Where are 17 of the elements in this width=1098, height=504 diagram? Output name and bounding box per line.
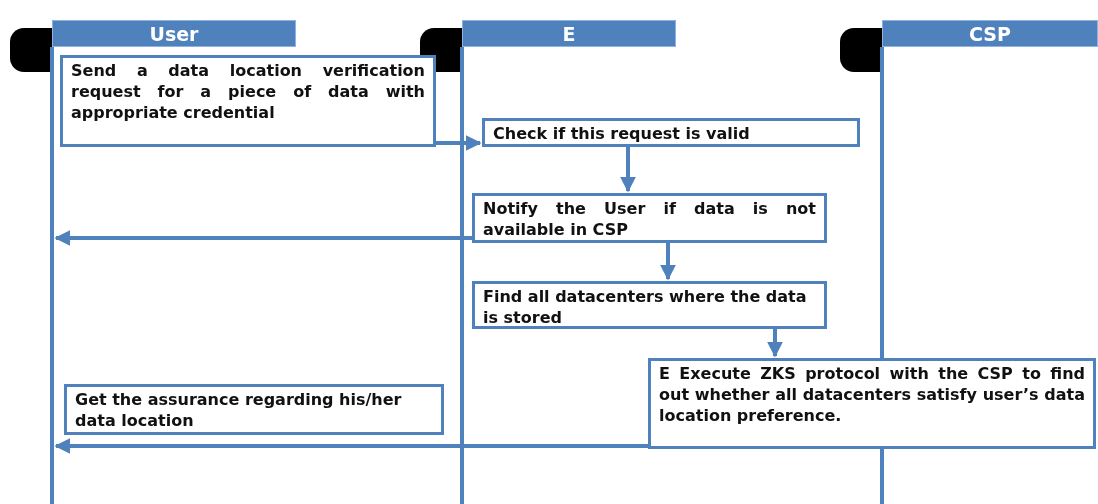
arrow	[767, 329, 783, 358]
arrow	[54, 230, 472, 246]
lifeline	[460, 47, 464, 504]
process-box: Get the assurance regarding his/her data location	[64, 384, 444, 435]
lane-header: CSP	[882, 20, 1098, 47]
arrow	[660, 243, 676, 281]
arrow	[54, 438, 648, 454]
arrow	[436, 135, 482, 151]
lane-header: E	[462, 20, 676, 47]
process-box: E Execute ZKS protocol with the CSP to find out whether all datacenters satisfy user’s data location preference.	[648, 358, 1096, 449]
lifeline	[50, 47, 54, 504]
process-box: Check if this request is valid	[482, 118, 860, 147]
process-box: Notify the User if data is not available in CSP	[472, 193, 827, 243]
process-box: Send a data location verification request for a piece of data with appropriate credential	[60, 55, 436, 147]
process-box: Find all datacenters where the data is stored	[472, 281, 827, 329]
lane-header: User	[52, 20, 296, 47]
arrow	[620, 147, 636, 193]
